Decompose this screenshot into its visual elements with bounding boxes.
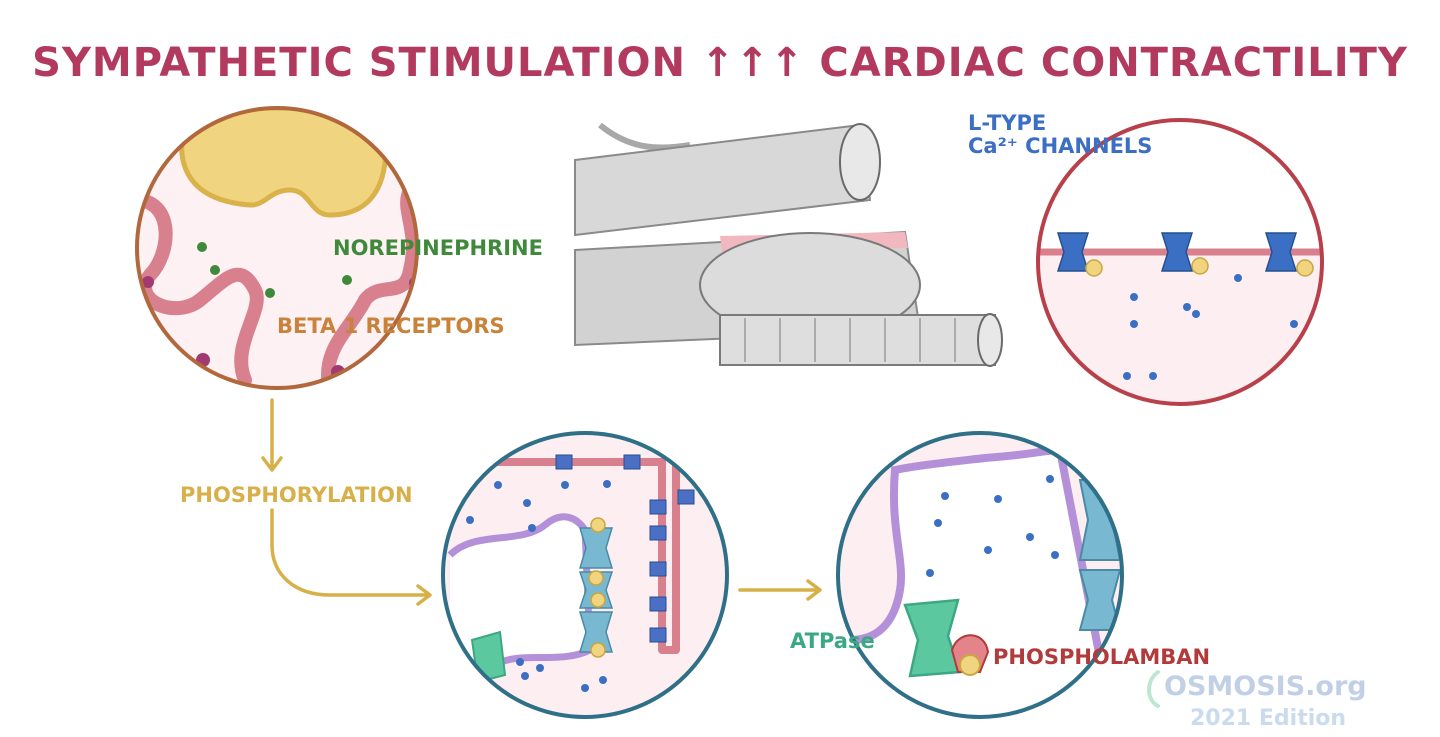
atpase-label: ATPase bbox=[790, 629, 875, 653]
phosphate-icons bbox=[1085, 257, 1314, 277]
beta1-receptors-label: BETA 1 RECEPTORS bbox=[277, 314, 505, 338]
calcium-channel-icons bbox=[1056, 232, 1298, 272]
cardiac-muscle-fibers bbox=[574, 122, 1003, 367]
nerve-terminal-panel bbox=[135, 106, 419, 390]
diagram-title: SYMPATHETIC STIMULATION ↑↑↑ CARDIAC CONT… bbox=[32, 40, 1408, 86]
serca-calcium-ions bbox=[926, 475, 1059, 577]
norepinephrine-label: NOREPINEPHRINE bbox=[333, 236, 543, 260]
sr-membrane bbox=[446, 513, 594, 674]
ltype-label-line1: L-TYPE bbox=[968, 111, 1046, 135]
calcium-ions bbox=[1123, 274, 1298, 380]
watermark-brand: OSMOSIS.org bbox=[1164, 671, 1367, 702]
t-tubule bbox=[480, 458, 680, 654]
phospholamban-label: PHOSPHOLAMBAN bbox=[993, 645, 1210, 669]
atpase-small bbox=[470, 630, 507, 684]
ltype-label-line2: Ca²⁺ CHANNELS bbox=[968, 134, 1152, 158]
cardiac-membrane bbox=[137, 183, 417, 388]
phosphorylation-label: PHOSPHORYLATION bbox=[180, 483, 413, 507]
osmosis-watermark: OSMOSIS.org 2021 Edition bbox=[1147, 670, 1367, 731]
ltype-channel-panel bbox=[1036, 118, 1324, 406]
sarcoplasmic-reticulum-panel bbox=[441, 431, 729, 719]
nerve-terminal bbox=[179, 108, 389, 218]
flow-arrows bbox=[261, 398, 822, 606]
serca-panel bbox=[836, 431, 1124, 719]
sr-calcium-ions bbox=[466, 480, 611, 692]
watermark-edition: 2021 Edition bbox=[1190, 706, 1346, 731]
osmosis-logo-icon bbox=[1147, 670, 1160, 708]
sr-channel-icons bbox=[578, 527, 614, 653]
norepinephrine-molecules bbox=[197, 242, 352, 298]
